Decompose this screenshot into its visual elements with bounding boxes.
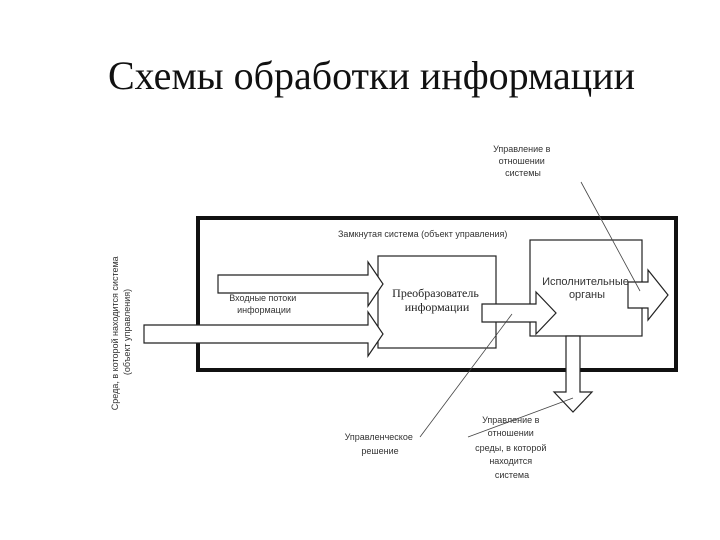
executive-label: Исполнительные органы bbox=[542, 276, 632, 301]
leader-line-control-environment bbox=[467, 397, 574, 438]
leader-line-decision bbox=[419, 313, 513, 438]
input-label: Входные потоки информации bbox=[229, 293, 299, 315]
decision-label: Управленческое решение bbox=[345, 432, 416, 456]
control-system-label: Управление в отношении системы bbox=[493, 144, 553, 178]
closed-system-label: Замкнутая система (объект управления) bbox=[338, 229, 507, 239]
input-arrow-lower bbox=[143, 310, 384, 358]
output-arrow-right bbox=[627, 268, 669, 322]
output-arrow-down bbox=[552, 335, 594, 413]
converter-to-executive-arrow bbox=[481, 290, 557, 336]
environment-label: Среда, в которой находится система (объе… bbox=[110, 254, 132, 410]
closed-system-frame bbox=[196, 216, 678, 372]
input-arrow-upper bbox=[217, 260, 384, 308]
control-environment-label: Управление в отношении среды, в которой … bbox=[475, 415, 549, 480]
converter-box bbox=[377, 255, 497, 349]
converter-label: Преобразователь информации bbox=[392, 286, 482, 314]
slide-title: Схемы обработки информации bbox=[108, 53, 636, 98]
leader-line-control-system bbox=[580, 181, 641, 292]
